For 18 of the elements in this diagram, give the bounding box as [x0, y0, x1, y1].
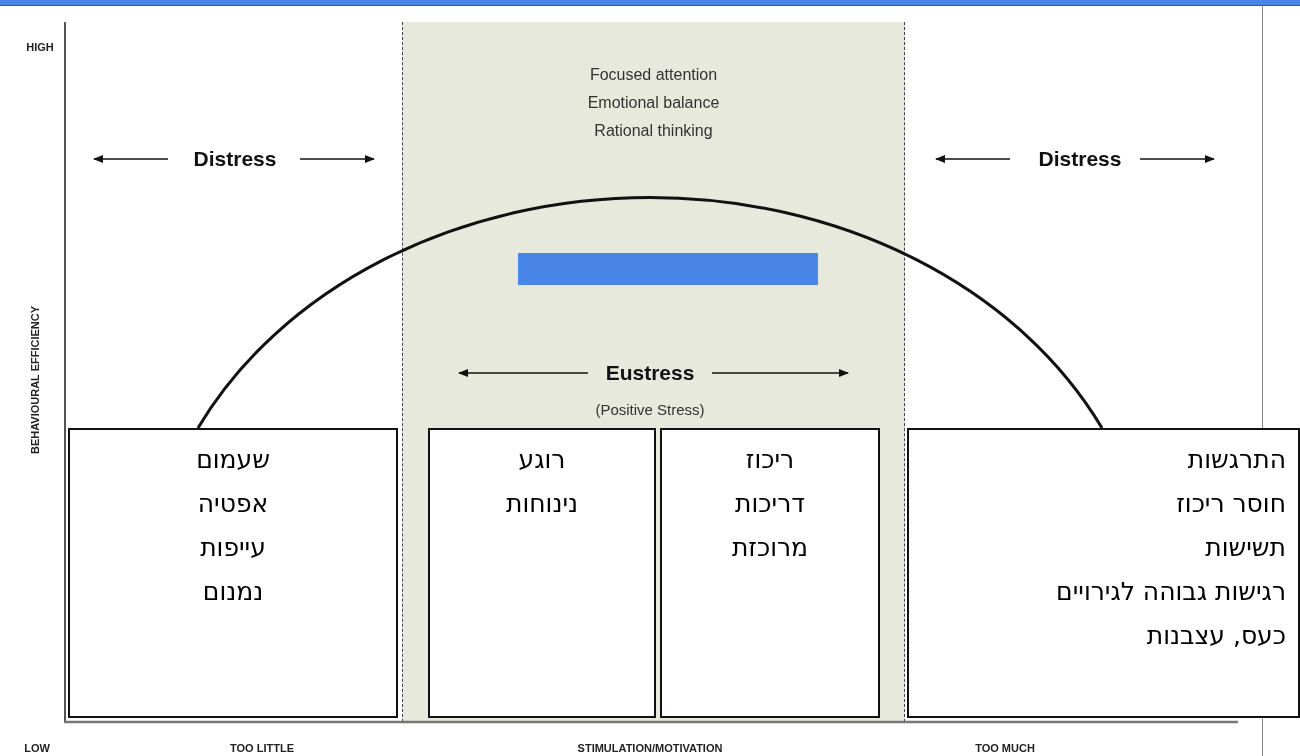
- region-label: (Positive Stress): [595, 400, 705, 418]
- region-label: Eustress: [605, 361, 695, 385]
- axis-label: TOO LITTLE: [230, 742, 294, 754]
- shaded-band: [402, 22, 905, 722]
- axis-label: BEHAVIOURAL EFFICIENCY: [29, 305, 41, 455]
- region-label: Distress: [1038, 147, 1122, 171]
- axis-label: LOW: [24, 742, 50, 754]
- text-box: התרגשות חוסר ריכוז תשישות רגישות גבוהה לגירויים כעס, עצבנות: [907, 428, 1300, 718]
- text-box: ריכוז דריכות מרוכזת: [660, 428, 880, 718]
- axis-label: STIMULATION/MOTIVATION: [577, 742, 723, 754]
- annotation-text: Rational thinking: [593, 122, 714, 140]
- annotation-text: Emotional balance: [586, 94, 721, 112]
- text-box: רוגע נינוחות: [428, 428, 656, 718]
- region-label: Distress: [193, 147, 277, 171]
- text-box: שעמום אפטיה עייפות נמנום: [68, 428, 398, 718]
- axis-label: TOO MUCH: [975, 742, 1035, 754]
- annotation-text: Focused attention: [588, 66, 719, 84]
- axis-label: HIGH: [26, 41, 54, 53]
